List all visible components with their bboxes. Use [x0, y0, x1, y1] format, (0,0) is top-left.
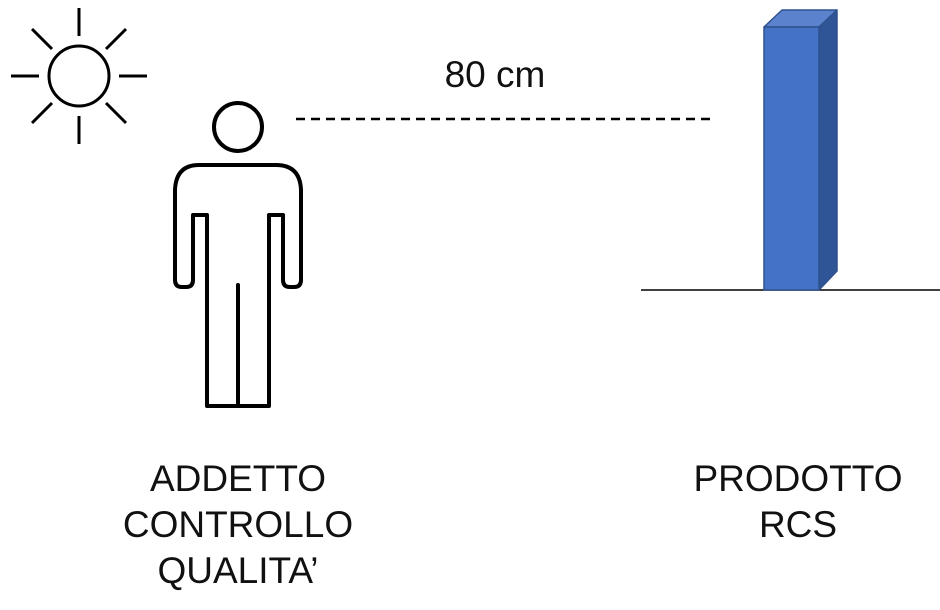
- product-box-side: [818, 9, 838, 291]
- product-box-front: [763, 26, 820, 291]
- sun-icon: [11, 8, 147, 144]
- product-label-line-2: RCS: [758, 504, 838, 545]
- operator-label: ADDETTO CONTROLLO QUALITA’: [100, 456, 376, 594]
- product-label-line-1: PRODOTTO: [693, 458, 903, 499]
- operator-label-line-2: CONTROLLO: [122, 504, 354, 545]
- product-label: PRODOTTO RCS: [660, 456, 936, 548]
- operator-label-line-3: QUALITA’: [157, 550, 319, 591]
- operator-label-line-1: ADDETTO: [149, 458, 327, 499]
- product-box: [763, 9, 838, 291]
- person-icon: [173, 101, 303, 408]
- distance-label: 80 cm: [444, 54, 546, 95]
